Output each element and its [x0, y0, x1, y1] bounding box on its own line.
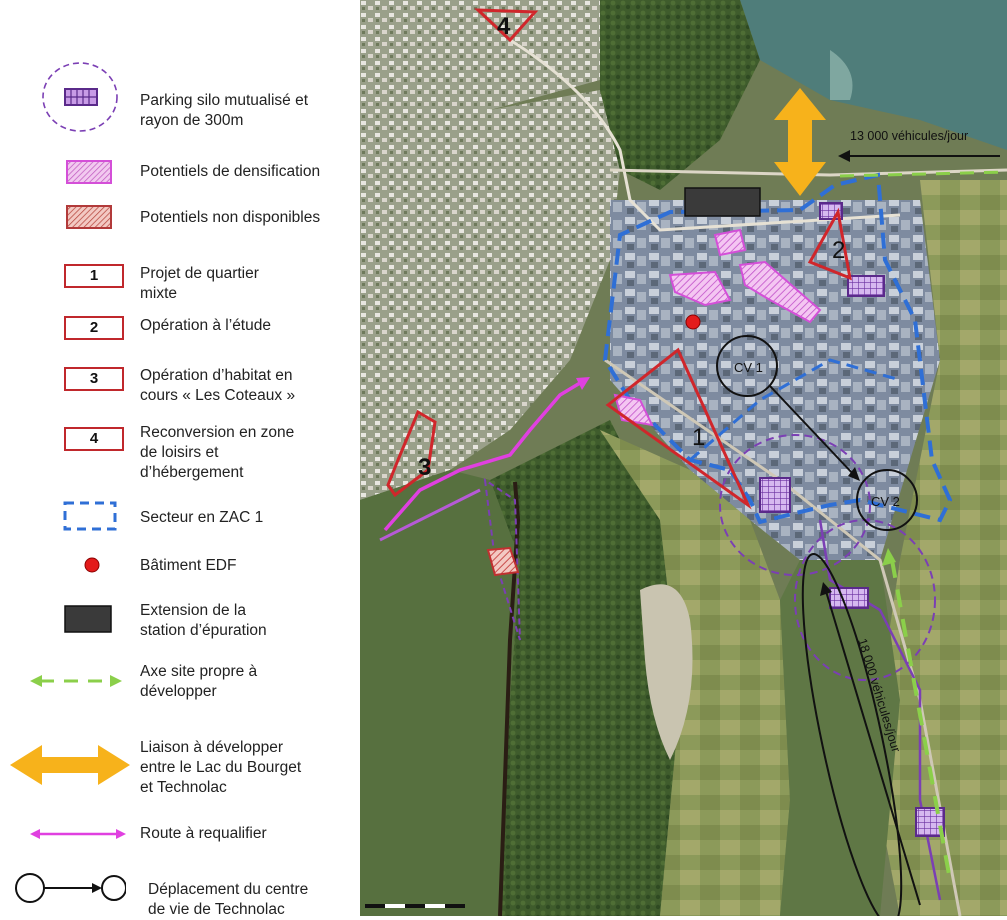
axe-site-propre-north	[839, 170, 1007, 178]
zone-3-boundary	[386, 409, 437, 498]
zone-1-label: 1	[692, 424, 705, 451]
vegetation-southwest	[360, 470, 520, 916]
legend-label: Extension de la station d’épuration	[140, 602, 267, 639]
legend-label: Secteur en ZAC 1	[140, 509, 264, 526]
river-gorge	[498, 481, 521, 916]
zone-3-label: 3	[418, 454, 431, 481]
legend-item-projet-quartier: 1 Projet de quartier mixte	[0, 262, 360, 306]
traffic-arrow-south	[824, 587, 921, 906]
legend-item-deplacement: Déplacement du centre de vie de Technola…	[0, 868, 360, 918]
parking-silo-icon	[42, 62, 118, 132]
fields-center	[600, 430, 790, 916]
cv2-label: CV 2	[871, 494, 900, 509]
legend-label: Déplacement du centre de vie de Technola…	[148, 881, 309, 918]
centre-de-vie-arrowhead	[848, 467, 860, 481]
forest-north	[600, 0, 760, 190]
lake-area	[740, 0, 1007, 150]
road-north	[509, 38, 901, 232]
centre-de-vie-move-arrow	[769, 385, 855, 476]
map-canvas: 1 2 3 4 13 000 véhicules/jour CV 1 CV 2 …	[360, 0, 1007, 916]
zone-number-badge: 2	[64, 316, 124, 340]
traffic-arrowhead	[838, 150, 850, 162]
legend-item-zac: Secteur en ZAC 1	[0, 500, 360, 536]
legend-item-reconversion: 4 Reconversion en zone de loisirs et d’h…	[0, 423, 360, 487]
route-a-requalifier-branch	[379, 488, 481, 542]
densification-zone	[738, 260, 822, 324]
legend-item-operation-etude: 2 Opération à l’étude	[0, 314, 360, 344]
legend-item-unavailable: Potentiels non disponibles	[0, 204, 360, 234]
zone-2-label: 2	[832, 237, 845, 264]
zac-dashed-box-icon	[63, 501, 117, 531]
legend-label: Opération d’habitat en cours « Les Cotea…	[140, 367, 296, 404]
forest-valley	[490, 420, 680, 916]
legend-label: Opération à l’étude	[140, 317, 271, 334]
circle-arrow-circle-icon	[15, 873, 126, 903]
traffic-count-north: 13 000 véhicules/jour	[850, 129, 968, 143]
scale-bar	[365, 904, 465, 908]
magenta-double-arrow-icon	[30, 829, 126, 839]
purple-boundary-west	[483, 477, 521, 641]
zone-4-boundary	[474, 8, 539, 43]
legend-label: Reconversion en zone de loisirs et d’héb…	[140, 424, 295, 481]
route-arrowhead	[576, 377, 590, 390]
black-rectangle-icon	[64, 605, 112, 633]
edf-building-marker[interactable]	[685, 314, 701, 330]
unavailable-zone	[486, 546, 520, 577]
zone-number-badge: 3	[64, 367, 124, 391]
parking-radius	[719, 434, 871, 576]
legend-label: Liaison à développer entre le Lac du Bou…	[140, 739, 302, 796]
traffic-arrowhead-south	[820, 582, 832, 596]
zac-sector-boundary	[602, 172, 953, 525]
zac-internal-line	[689, 358, 901, 462]
zone-4-label: 4	[497, 13, 511, 40]
urban-area-west	[360, 90, 620, 500]
parking-silo	[847, 275, 885, 297]
route-a-requalifier	[383, 378, 586, 532]
legend-item-edf: Bâtiment EDF	[0, 554, 360, 578]
unavailable-hatch-icon	[66, 205, 112, 229]
legend-item-operation-habitat: 3 Opération d’habitat en cours « Les Cot…	[0, 365, 360, 409]
red-dot-icon	[84, 557, 100, 573]
legend-item-parking-silo: Parking silo mutualisé et rayon de 300m	[0, 58, 360, 138]
densification-hatch-icon	[66, 160, 112, 184]
legend-label: Projet de quartier mixte	[140, 265, 259, 302]
axe-site-propre-south	[890, 559, 952, 881]
centre-de-vie-2[interactable]	[856, 469, 918, 531]
legend-item-densification: Potentiels de densification	[0, 158, 360, 188]
cv1-label: CV 1	[734, 360, 763, 375]
axe-site-propre-arrowhead	[882, 548, 896, 566]
road-east-west	[609, 168, 1007, 177]
legend-item-route: Route à requalifier	[0, 822, 360, 846]
legend-label: Axe site propre à développer	[140, 663, 258, 700]
centre-de-vie-1[interactable]	[716, 335, 778, 397]
zone-number-badge: 4	[64, 427, 124, 451]
legend-item-liaison: Liaison à développer entre le Lac du Bou…	[0, 738, 360, 802]
zone-1-boundary	[605, 347, 752, 510]
legend-label: Potentiels non disponibles	[140, 209, 321, 226]
legend-label: Route à requalifier	[140, 825, 267, 842]
zone-number-badge: 1	[64, 264, 124, 288]
lake-shore	[830, 50, 853, 100]
legend-item-axe-site-propre: Axe site propre à développer	[0, 661, 360, 705]
fields-east	[870, 180, 1007, 916]
map-legend: Parking silo mutualisé et rayon de 300m …	[0, 0, 360, 918]
zone-2-boundary	[807, 207, 852, 281]
aerial-map[interactable]: 1 2 3 4 13 000 véhicules/jour CV 1 CV 2 …	[360, 0, 1007, 916]
legend-label: Parking silo mutualisé et rayon de 300m	[140, 92, 308, 129]
road-south	[604, 358, 962, 916]
urban-area-north	[360, 0, 600, 120]
orange-double-arrow-icon	[10, 745, 130, 785]
traffic-south-ellipse	[801, 553, 903, 916]
liaison-lac-technolac-arrow	[774, 88, 826, 196]
quarry-center	[640, 584, 693, 760]
legend-label: Bâtiment EDF	[140, 557, 237, 574]
parking-silo	[759, 477, 791, 513]
green-dashed-arrow-icon	[30, 675, 122, 687]
densification-zone	[668, 270, 732, 307]
parking-silo	[829, 587, 869, 609]
station-epuration-extension[interactable]	[684, 187, 761, 217]
densification-zone	[713, 228, 747, 257]
legend-item-station: Extension de la station d’épuration	[0, 600, 360, 644]
legend-label: Potentiels de densification	[140, 163, 321, 180]
